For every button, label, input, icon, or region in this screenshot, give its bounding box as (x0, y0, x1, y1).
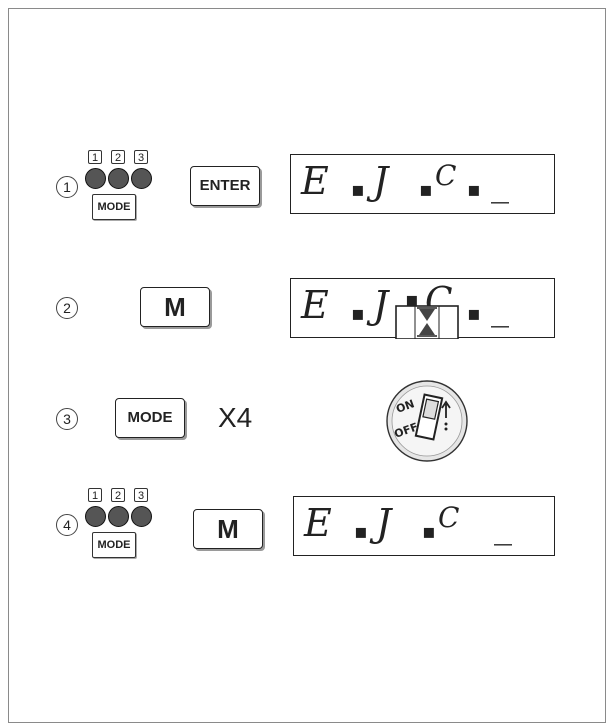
display-cursor: _ (491, 287, 509, 328)
display-char-c: C (438, 501, 460, 534)
lamp-2-number: 2 (111, 488, 125, 502)
display-char-j: J (376, 501, 392, 545)
mode-indicator-label: MODE (92, 532, 136, 558)
step-3-number: 3 (56, 408, 78, 430)
lamp-3-number: 3 (134, 150, 148, 164)
display-char-j: J (373, 159, 389, 203)
step-1-mode-indicator: 1 2 3 MODE (82, 150, 162, 230)
power-switch-icon[interactable]: ON OFF (384, 378, 470, 464)
display-separator-icon: ▪ (467, 301, 481, 325)
display-cursor: _ (491, 163, 509, 204)
display-separator-icon: ▪ (422, 519, 436, 543)
m-key[interactable]: M (140, 287, 210, 327)
m-key[interactable]: M (193, 509, 263, 549)
step-4-display: E ▪ J ▪ C _ (293, 496, 555, 556)
lamp-2-number: 2 (111, 150, 125, 164)
step-4-number: 4 (56, 514, 78, 536)
display-separator-icon: ▪ (419, 177, 433, 201)
lamp-3-icon (131, 506, 152, 527)
lamp-2-icon (108, 506, 129, 527)
display-separator-icon: ▪ (351, 177, 365, 201)
display-separator-icon: ▪ (405, 287, 419, 311)
step-1-number: 1 (56, 176, 78, 198)
display-separator-icon: ▪ (354, 519, 368, 543)
repeat-count: X4 (218, 402, 253, 433)
lamp-1-number: 1 (88, 488, 102, 502)
display-char-c: C (435, 159, 457, 192)
lamp-3-number: 3 (134, 488, 148, 502)
display-char-e: E (301, 283, 329, 327)
display-char-j: J (373, 283, 389, 327)
step-4-mode-indicator: 1 2 3 MODE (82, 488, 162, 568)
enter-key[interactable]: ENTER (190, 166, 260, 206)
display-cursor: _ (494, 505, 512, 546)
display-char-e: E (301, 159, 329, 203)
hourglass-icon (395, 305, 459, 339)
step-2-display: E ▪ J ▪ C ▪ _ (290, 278, 555, 339)
step-1-display: E ▪ J ▪ C ▪ _ (290, 154, 555, 214)
display-separator-icon: ▪ (351, 301, 365, 325)
lamp-1-icon (85, 168, 106, 189)
mode-key[interactable]: MODE (115, 398, 185, 438)
lamp-3-icon (131, 168, 152, 189)
lamp-2-icon (108, 168, 129, 189)
mode-indicator-label: MODE (92, 194, 136, 220)
lamp-1-icon (85, 506, 106, 527)
diagram-frame (8, 8, 606, 723)
display-separator-icon: ▪ (467, 177, 481, 201)
lamp-1-number: 1 (88, 150, 102, 164)
step-2-number: 2 (56, 297, 78, 319)
display-char-e: E (304, 501, 332, 545)
